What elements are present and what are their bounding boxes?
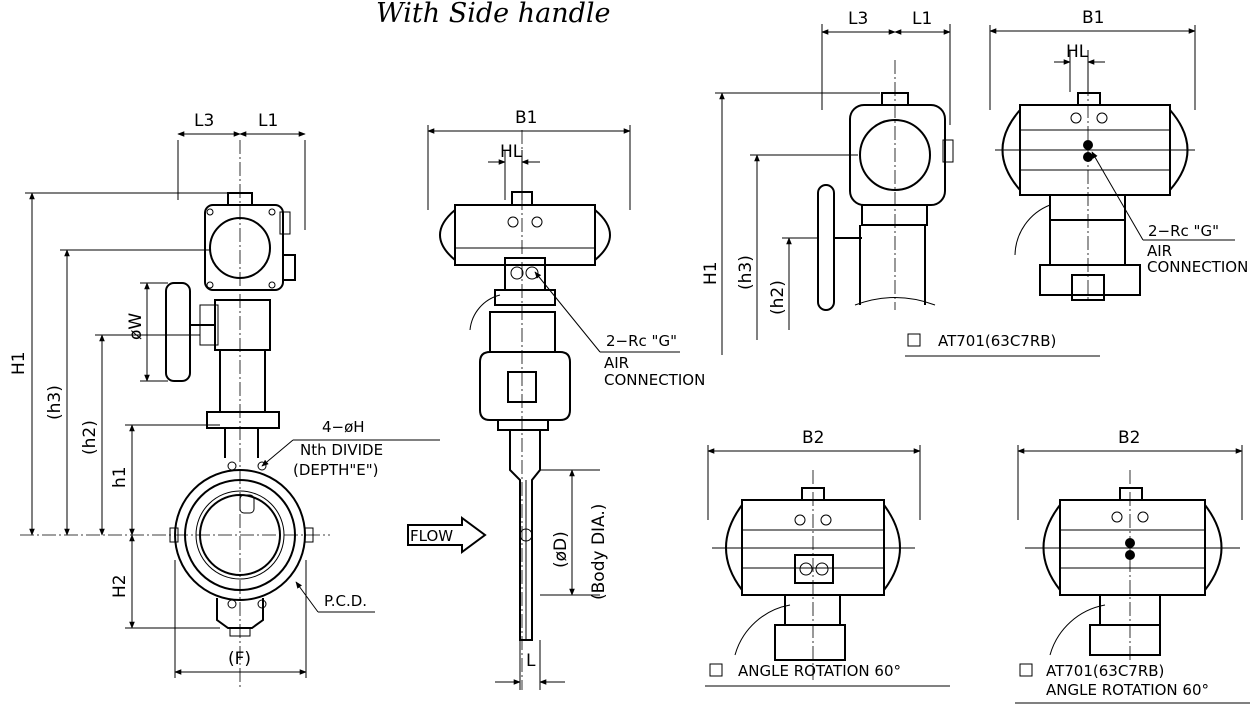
angle-caption: ANGLE ROTATION 60° (738, 662, 901, 680)
at701-dim-L1: L1 (912, 9, 932, 29)
at701-actuator-view: B1 HL 2−Rc "G" AIR CONNECTION AT701(63C7… (905, 8, 1248, 357)
dim-L: L (526, 651, 536, 671)
actuator-body (454, 204, 596, 266)
dim-h3: (h3) (45, 385, 65, 420)
at701-angle-caption-box (1019, 663, 1033, 677)
at701-air-label-2: CONNECTION (1147, 258, 1248, 276)
handwheel (165, 282, 191, 382)
callout-pcd: P.C.D. (324, 592, 367, 610)
callout-bolt-holes: 4−øH (322, 418, 365, 436)
air-port-size: 2−Rc "G" (606, 332, 677, 350)
at701-dim-B1: B1 (1082, 8, 1104, 28)
dim-L1: L1 (258, 111, 278, 131)
main-view: L3 L1 H1 (h3) (h2) h1 H2 øW (F) 4−øH Nth… (9, 111, 440, 690)
at701-dim-HL: HL (1066, 42, 1089, 62)
flow-label: FLOW (410, 527, 453, 545)
dim-B1: B1 (515, 108, 537, 128)
at701-angle-dim-B2: B2 (1118, 428, 1140, 448)
flow-arrow (407, 516, 487, 554)
dim-H2: H2 (110, 574, 130, 598)
dim-D: (øD) (551, 531, 571, 568)
dim-body-dia: (Body DIA.) (589, 504, 609, 600)
at701-air-port-size: 2−Rc "G" (1148, 222, 1219, 240)
drawing-title: With Side handle (376, 0, 610, 29)
air-label-1: AIR (604, 354, 629, 372)
side-view: FLOW B1 HL (øD) (Body DIA.) L 2−Rc "G" A… (407, 108, 705, 690)
at701-angle-caption-1: AT701(63C7RB) (1046, 662, 1164, 680)
at701-dim-h3: (h3) (736, 255, 756, 290)
dim-h2: (h2) (80, 420, 100, 455)
dim-HL: HL (500, 142, 523, 162)
angle-view: B2 ANGLE ROTATION 60° (705, 428, 950, 687)
gear-operator-cover (209, 217, 271, 279)
dim-h1: h1 (110, 466, 130, 488)
dim-W: øW (126, 313, 146, 340)
at701-dim-L3: L3 (848, 9, 868, 29)
dim-L3: L3 (194, 111, 214, 131)
at701-dim-H1: H1 (701, 261, 721, 285)
dim-F: (F) (228, 649, 251, 669)
at701-caption: AT701(63C7RB) (938, 332, 1056, 350)
angle-caption-box (709, 663, 723, 677)
dim-H1: H1 (9, 351, 29, 375)
air-label-2: CONNECTION (604, 371, 705, 389)
at701-angle-view: B2 AT701(63C7RB) ANGLE ROTATION 60° (1015, 428, 1250, 704)
at701-handwheel (817, 184, 835, 311)
at701-dim-h2: (h2) (768, 280, 788, 315)
at701-view: L3 L1 H1 (h3) (h2) (701, 9, 954, 355)
at701-caption-box (907, 333, 921, 347)
at701-air-label-1: AIR (1147, 242, 1172, 260)
valve-bore (199, 494, 281, 576)
angle-dim-B2: B2 (802, 428, 824, 448)
at701-angle-caption-2: ANGLE ROTATION 60° (1046, 681, 1209, 699)
callout-depth: (DEPTH"E") (293, 461, 379, 479)
callout-nth-divide: Nth DIVIDE (300, 441, 383, 459)
